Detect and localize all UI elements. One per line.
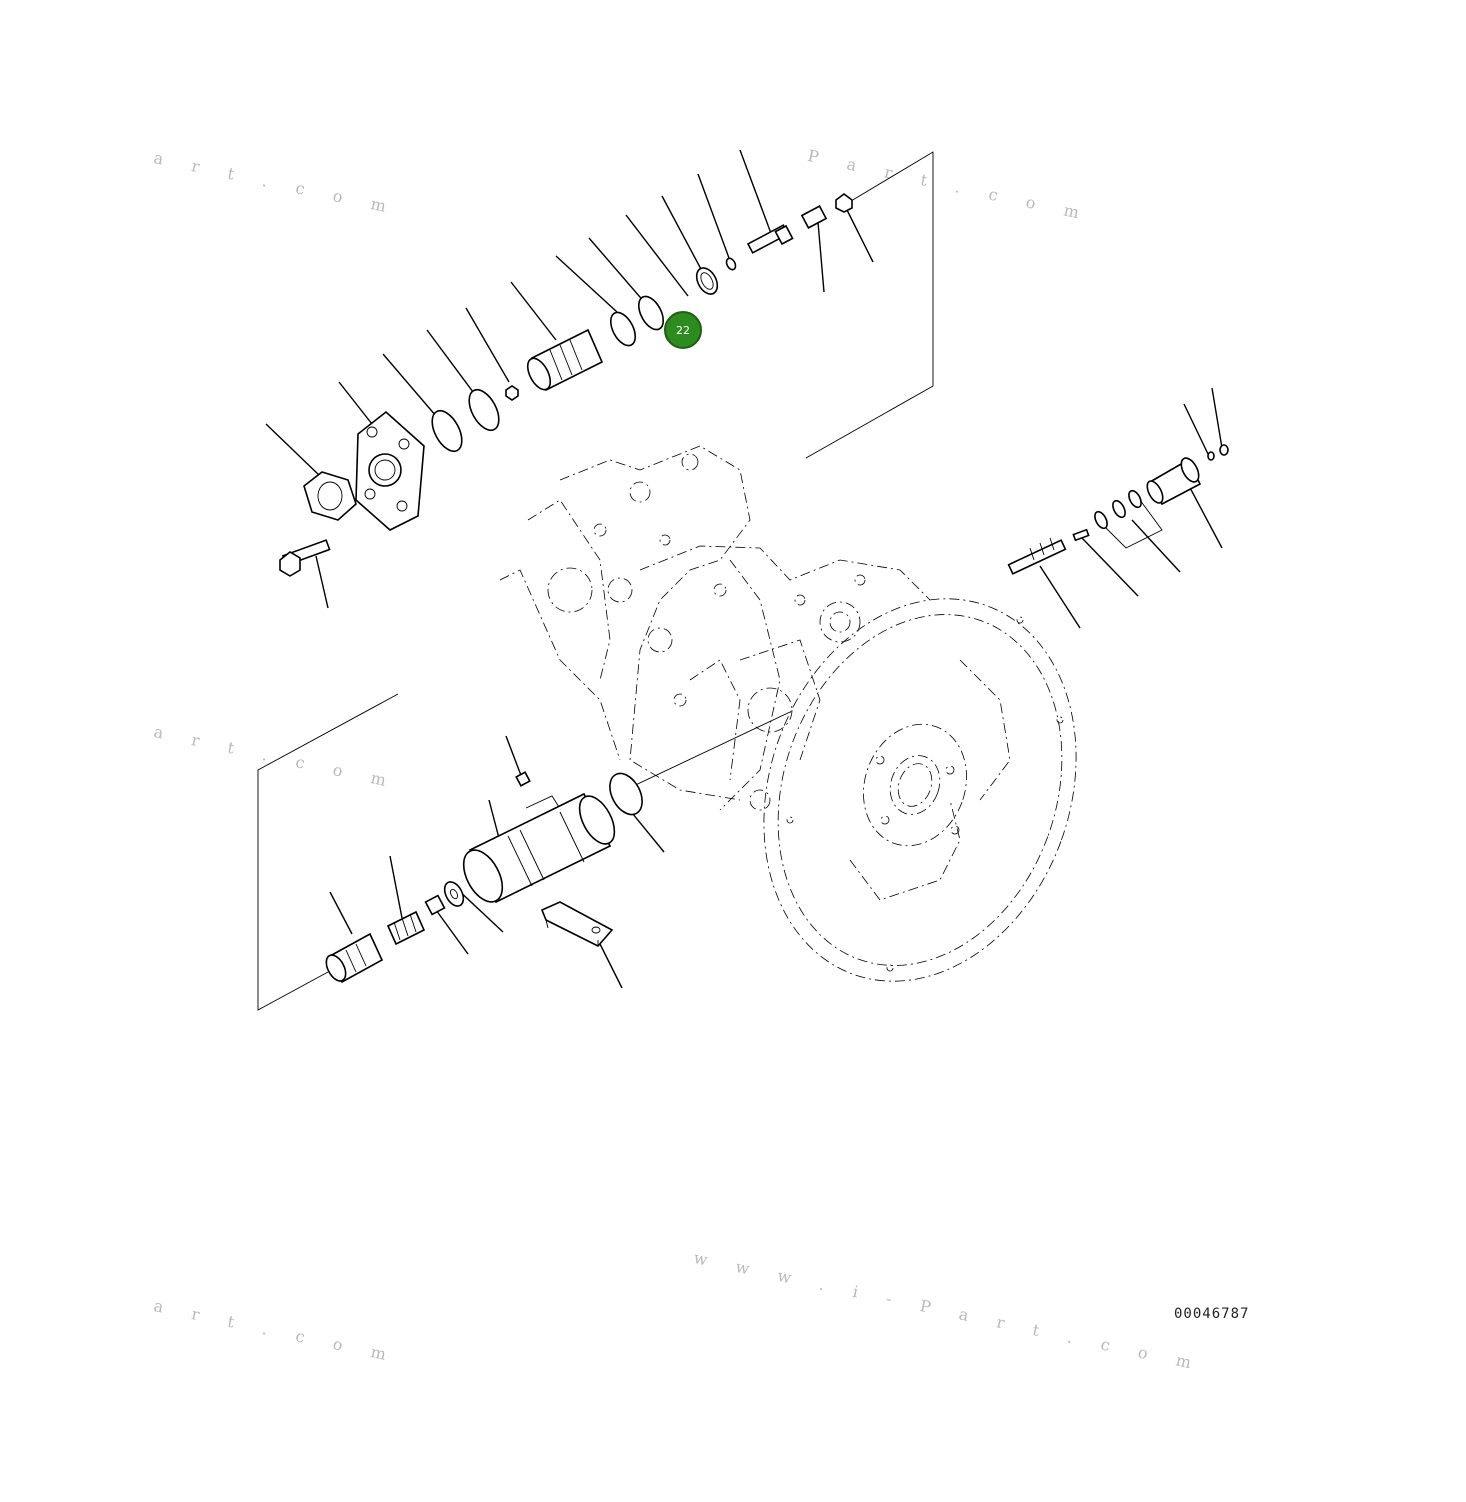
- plug-bolt: [746, 224, 794, 254]
- right-small-parts: [1072, 444, 1229, 542]
- flywheel-housing: [763, 598, 1077, 982]
- o-ring-c: [468, 388, 500, 432]
- hex-nut: [303, 471, 357, 521]
- spring-large: [325, 932, 384, 984]
- spool: [1007, 537, 1067, 575]
- leader-lines-bottom: [329, 735, 665, 989]
- bolt: [279, 539, 331, 577]
- o-ring-a: [637, 295, 665, 331]
- small-o-ring: [725, 257, 737, 271]
- group-bracket-top: [805, 151, 934, 459]
- retaining-ring: [609, 772, 643, 816]
- nut-small: [505, 385, 519, 401]
- flange: [355, 410, 425, 531]
- spring-small-top: [800, 205, 828, 229]
- washer: [443, 881, 465, 907]
- cap-nut-top: [835, 193, 853, 213]
- drawing-number: 00046787: [1174, 1306, 1250, 1322]
- leader-lines-right: [1039, 387, 1223, 629]
- right-valve-sleeve: [1146, 457, 1202, 506]
- key-plate: [540, 901, 614, 947]
- o-ring-d: [431, 409, 463, 453]
- backup-ring: [695, 267, 719, 295]
- small-plug-bottom: [515, 771, 531, 787]
- callout-badge-22[interactable]: 22: [664, 311, 702, 349]
- group-bracket-bottom: [257, 693, 791, 1011]
- o-ring-b: [609, 311, 637, 347]
- spring-small: [386, 910, 426, 946]
- valve-sleeve: [526, 328, 604, 392]
- leader-lines-top: [265, 149, 874, 609]
- main-pump-body: [499, 445, 931, 811]
- piston: [462, 792, 616, 904]
- seat: [424, 894, 446, 916]
